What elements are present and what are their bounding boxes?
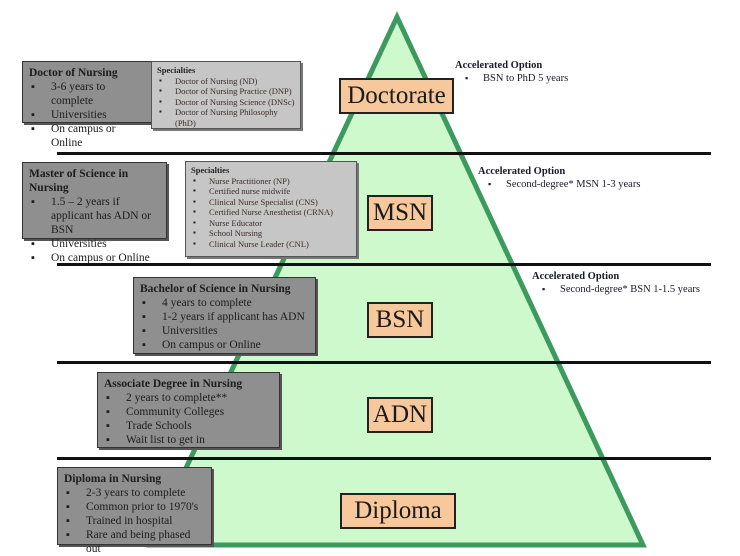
- doctorate-specialty-item: Doctor of Nursing Science (DNSc): [157, 97, 295, 108]
- doctorate-specialty-item: Doctor of Nursing (ND): [157, 76, 295, 87]
- bsn-accelerated-item: Second-degree* BSN 1-1.5 years: [532, 283, 700, 296]
- bsn-accelerated-title: Accelerated Option: [532, 271, 620, 282]
- diploma-info-item: Rare and being phased out: [64, 528, 205, 556]
- bsn-info-title: Bachelor of Science in Nursing: [140, 283, 291, 295]
- adn-info-item: Community Colleges: [104, 405, 273, 419]
- msn-info-item: On campus or Online: [29, 251, 160, 265]
- diploma-info-item: 2-3 years to complete: [64, 486, 205, 500]
- diploma-info-item: Trained in hospital: [64, 514, 205, 528]
- divider-msn-bsn: [57, 263, 711, 266]
- doctorate-accelerated-title: Accelerated Option: [455, 60, 543, 71]
- doctorate-specialty-item: Doctor of Nursing Practice (DNP): [157, 86, 295, 97]
- msn-specialty-item: Clinical Nurse Leader (CNL): [191, 239, 351, 250]
- msn-info-item: Universities: [29, 237, 160, 251]
- bsn-info-item: Universities: [140, 324, 309, 338]
- diploma-info-item: Common prior to 1970's: [64, 500, 205, 514]
- doctorate-info-item: On campus or Online: [29, 122, 146, 150]
- msn-specialties-box: Specialties Nurse Practitioner (NP) Cert…: [185, 161, 357, 257]
- doctorate-specialty-item: Doctor of Nursing Philosophy (PhD): [157, 107, 295, 128]
- doctorate-info-item: 3-6 years to complete: [29, 80, 146, 108]
- adn-info-item: Wait list to get in: [104, 433, 273, 447]
- adn-info-box: Associate Degree in Nursing 2 years to c…: [97, 372, 280, 448]
- level-label-bsn: BSN: [367, 302, 433, 338]
- msn-accelerated-item: Second-degree* MSN 1-3 years: [478, 178, 640, 191]
- doctorate-info-title: Doctor of Nursing: [29, 67, 118, 79]
- msn-specialties-title: Specialties: [191, 165, 230, 175]
- divider-adn-diploma: [57, 457, 711, 460]
- level-label-diploma: Diploma: [340, 493, 456, 529]
- adn-info-item: 2 years to complete**: [104, 391, 273, 405]
- level-label-msn: MSN: [367, 195, 433, 231]
- doctorate-accelerated-option: Accelerated Option BSN to PhD 5 years: [455, 59, 568, 85]
- doctorate-specialties-box: Specialties Doctor of Nursing (ND) Docto…: [151, 61, 301, 129]
- bsn-info-item: 4 years to complete: [140, 296, 309, 310]
- doctorate-info-item: Universities: [29, 108, 146, 122]
- msn-specialty-item: Nurse Practitioner (NP): [191, 176, 351, 187]
- bsn-info-item: On campus or Online: [140, 338, 309, 352]
- doctorate-info-box: Doctor of Nursing 3-6 years to complete …: [22, 61, 153, 149]
- msn-specialty-item: Clinical Nurse Specialist (CNS): [191, 197, 351, 208]
- msn-info-item: 1.5 – 2 years if applicant has ADN or BS…: [29, 195, 160, 237]
- msn-specialty-item: Certified nurse midwife: [191, 186, 351, 197]
- bsn-accelerated-option: Accelerated Option Second-degree* BSN 1-…: [532, 270, 700, 296]
- doctorate-accelerated-item: BSN to PhD 5 years: [455, 72, 568, 85]
- adn-info-title: Associate Degree in Nursing: [104, 378, 243, 390]
- level-label-adn: ADN: [367, 397, 433, 433]
- msn-info-title: Master of Science in Nursing: [29, 168, 129, 194]
- msn-accelerated-option: Accelerated Option Second-degree* MSN 1-…: [478, 165, 640, 191]
- doctorate-specialties-title: Specialties: [157, 65, 196, 75]
- divider-bsn-adn: [57, 361, 711, 364]
- msn-info-box: Master of Science in Nursing 1.5 – 2 yea…: [22, 162, 167, 265]
- msn-accelerated-title: Accelerated Option: [478, 166, 566, 177]
- diploma-info-title: Diploma in Nursing: [64, 473, 162, 485]
- msn-specialty-item: School Nursing: [191, 228, 351, 239]
- divider-doctorate-msn: [57, 152, 711, 155]
- diploma-info-box: Diploma in Nursing 2-3 years to complete…: [57, 467, 212, 555]
- level-label-doctorate: Doctorate: [339, 78, 454, 114]
- msn-specialty-item: Nurse Educator: [191, 218, 351, 229]
- adn-info-item: Trade Schools: [104, 419, 273, 433]
- bsn-info-box: Bachelor of Science in Nursing 4 years t…: [133, 277, 316, 354]
- msn-specialty-item: Certified Nurse Anesthetist (CRNA): [191, 207, 351, 218]
- bsn-info-item: 1-2 years if applicant has ADN: [140, 310, 309, 324]
